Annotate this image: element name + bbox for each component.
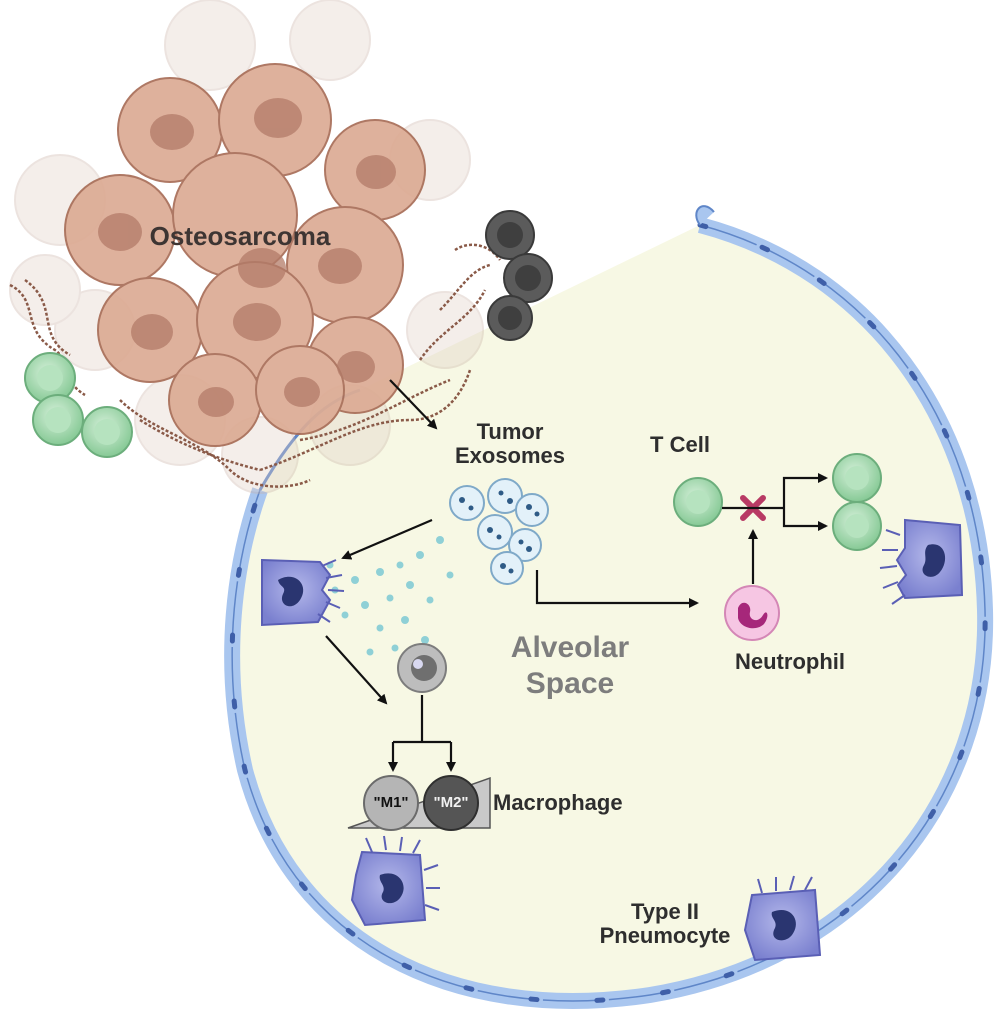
tumor-exosomes	[449, 478, 549, 585]
arrow-tcell-lower	[782, 508, 828, 531]
alveolar-label-line2: Space	[525, 667, 615, 700]
m1-label: "M1"	[373, 794, 409, 811]
exosomes-label-line2: Exosomes	[454, 442, 566, 468]
exosomes-label-line1: Tumor	[476, 419, 544, 444]
osteosarcoma-label: Osteosarcoma	[149, 221, 331, 251]
alveolar-space-label: Alveolar Space	[490, 630, 650, 702]
t-cell	[673, 477, 723, 527]
type-ii-pneumocyte-bottom-left	[350, 835, 440, 927]
t-cell-label: T Cell	[650, 432, 710, 457]
tumor-t-cells	[24, 352, 133, 458]
dark-macrophage-cluster	[485, 210, 553, 341]
pneumocyte-label-line2: Pneumocyte	[599, 922, 731, 948]
collagen-fibers	[9, 243, 502, 488]
arrow-exosomes-to-macrophage	[341, 518, 433, 560]
arrows	[325, 379, 828, 772]
m1-macrophage	[363, 775, 419, 831]
m2-macrophage	[423, 775, 479, 831]
arrow-tumor-to-exosomes	[389, 379, 438, 430]
pneumocyte-label-line1: Type II	[630, 899, 700, 924]
type-ii-pneumocyte-right	[879, 518, 964, 605]
naive-macrophage	[397, 643, 447, 693]
arrow-exosomes-to-neutrophil	[535, 570, 699, 608]
macrophage-label: Macrophage	[493, 790, 623, 815]
neutrophil	[724, 585, 780, 641]
alveolar-macrophage-left	[261, 558, 345, 627]
tumor-exosomes-label: Tumor Exosomes	[440, 420, 580, 468]
type-ii-pneumocyte-label: Type II Pneumocyte	[575, 900, 755, 948]
neutrophil-label: Neutrophil	[735, 649, 845, 674]
arrow-tcell-upper	[782, 473, 828, 508]
m2-label: "M2"	[433, 794, 469, 811]
osteosarcoma-tumor	[9, 0, 484, 494]
t-cell-proliferated	[832, 453, 882, 551]
alveolar-label-line1: Alveolar	[510, 631, 630, 664]
type-ii-pneumocyte-bottom	[743, 875, 822, 962]
exosome-particles	[326, 536, 454, 656]
arrow-macrophage-to-polarization	[325, 635, 388, 705]
